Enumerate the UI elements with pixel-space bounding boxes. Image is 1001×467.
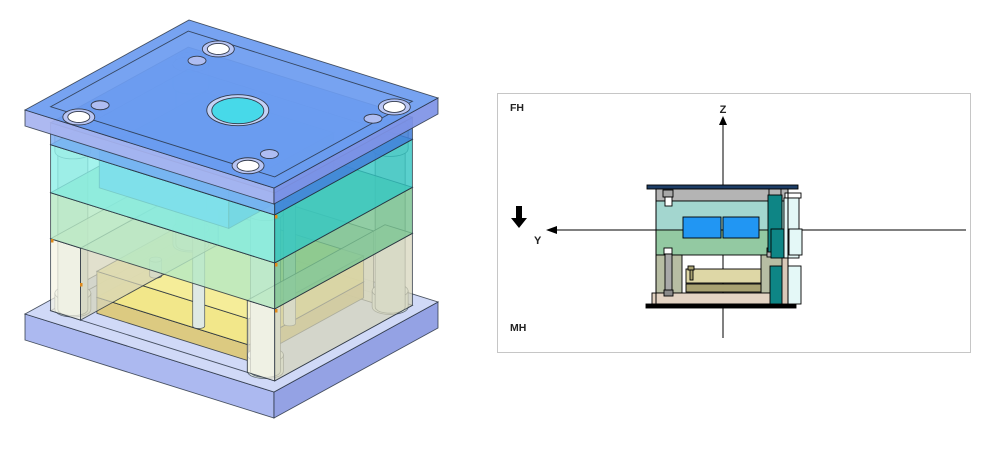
y-axis-label: Y (534, 235, 542, 247)
moving-half-label: MH (510, 322, 526, 334)
vertex-marker-icon (51, 239, 54, 243)
counterbore-hole (236, 159, 260, 172)
z-axis-label: Z (720, 104, 727, 116)
vertex-marker-icon (275, 309, 278, 313)
left-arrowhead-icon (546, 226, 557, 234)
top-plate-edge (49, 30, 414, 178)
pillar-hole (259, 149, 279, 159)
vertex-marker-icon (275, 263, 278, 267)
counterbore-hole (67, 111, 91, 123)
mold-3d-graphics (23, 19, 440, 419)
section-view-panel[interactable]: FH MH Z Y (497, 93, 971, 353)
up-arrowhead-icon (719, 116, 727, 125)
mold-3d-drawing (23, 19, 440, 419)
vertex-marker-icon (80, 283, 83, 287)
section-drawing: FH MH Z Y (510, 102, 966, 338)
pillar-hole (187, 55, 207, 66)
pillar-hole (363, 113, 383, 124)
fixed-half-label: FH (510, 102, 524, 114)
ejector-housing-rail (50, 238, 81, 321)
section-graphics (511, 116, 966, 338)
iso-3d-viewport[interactable] (0, 0, 497, 467)
pillar-hole (90, 100, 110, 111)
counterbore-hole (382, 100, 406, 113)
vertex-marker-icon (275, 215, 278, 219)
counterbore-hole (206, 43, 230, 55)
ejector-housing-rail (246, 299, 276, 382)
locating-ring-hole (211, 97, 265, 125)
thick-down-arrow-icon (511, 206, 527, 228)
